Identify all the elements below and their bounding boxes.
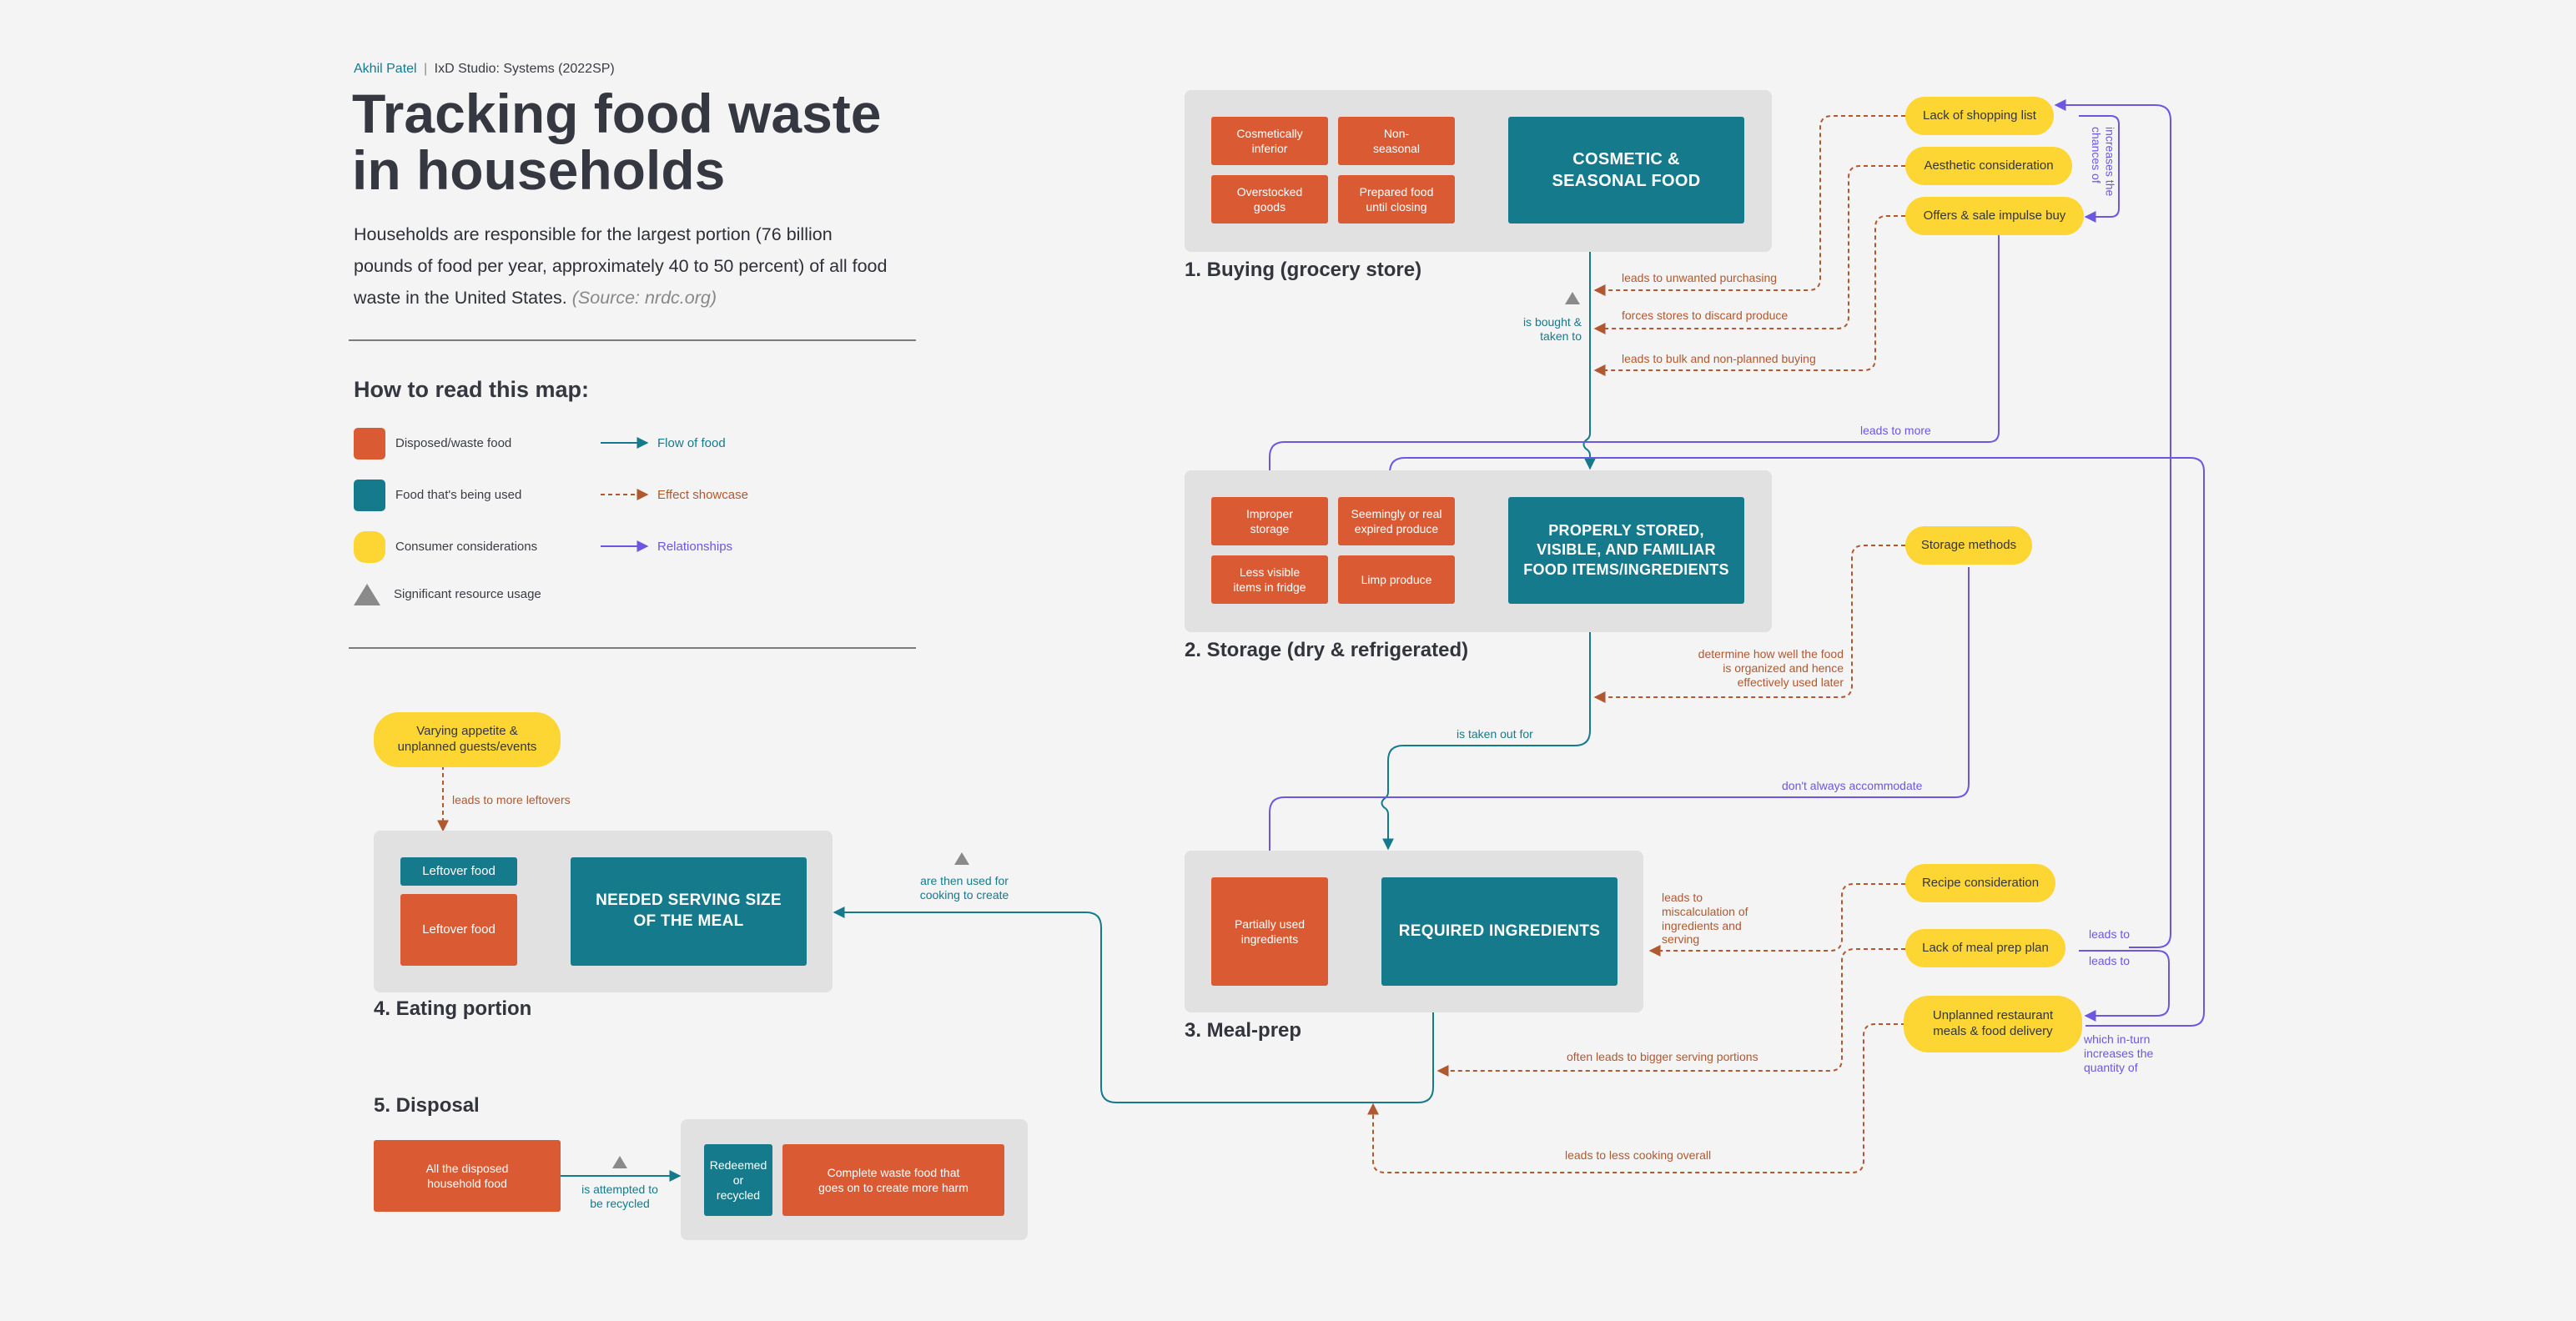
consideration-storage-methods: Storage methods <box>1905 526 2032 565</box>
eating-leftover-waste: Leftover food <box>400 894 517 966</box>
label-determine-organized: determine how well the food is organized… <box>1698 647 1844 689</box>
legend-divider <box>349 647 916 649</box>
mealprep-main-box: REQUIRED INGREDIENTS <box>1381 877 1618 986</box>
disposal-title: 5. Disposal <box>374 1094 480 1117</box>
consideration-appetite: Varying appetite & unplanned guests/even… <box>374 712 561 767</box>
storage-waste-expired: Seemingly or real expired produce <box>1338 497 1455 545</box>
label-bought-taken: is bought & taken to <box>1522 315 1582 343</box>
legend-disposed-label: Disposed/waste food <box>395 436 512 450</box>
consideration-shopping-list: Lack of shopping list <box>1905 97 2054 135</box>
header-divider <box>349 339 916 341</box>
legend-disposed-swatch <box>354 428 385 460</box>
buying-waste-overstocked: Overstocked goods <box>1211 175 1328 224</box>
label-attempted-recycle: is attempted to be recycled <box>581 1183 658 1210</box>
flow-buying-to-storage <box>1582 225 1596 470</box>
intro-paragraph: Households are responsible for the large… <box>354 218 896 314</box>
label-bulk-buying: leads to bulk and non-planned buying <box>1622 352 1816 365</box>
label-leads-to-1: leads to <box>2089 927 2131 941</box>
consideration-aesthetic: Aesthetic consideration <box>1905 147 2072 185</box>
intro-text: Households are responsible for the large… <box>354 224 888 308</box>
disposal-complete-box: Complete waste food that goes on to crea… <box>782 1144 1004 1216</box>
label-unwanted-purchasing: leads to unwanted purchasing <box>1622 271 1778 284</box>
legend-consumer-label: Consumer considerations <box>395 540 538 554</box>
storage-waste-limp: Limp produce <box>1338 555 1455 604</box>
legend-effect-label: Effect showcase <box>657 488 748 502</box>
buying-waste-nonseasonal: Non- seasonal <box>1338 117 1455 165</box>
label-less-cooking: leads to less cooking overall <box>1565 1148 1712 1162</box>
storage-waste-improper: Improper storage <box>1211 497 1328 545</box>
source-note: (Source: nrdc.org) <box>571 288 717 308</box>
legend-resource-label: Significant resource usage <box>394 587 541 601</box>
eating-leftover-used: Leftover food <box>400 857 517 886</box>
storage-main-box: PROPERLY STORED, VISIBLE, AND FAMILIAR F… <box>1508 497 1744 604</box>
label-leads-to-2: leads to <box>2089 954 2131 967</box>
label-more-leftovers: leads to more leftovers <box>452 793 571 806</box>
label-which-inturn: which in-turn increases the quantity of <box>2084 1032 2154 1074</box>
byline-separator: | <box>424 62 428 76</box>
legend-used-label: Food that's being used <box>395 488 522 502</box>
legend-resource-triangle-icon <box>354 584 380 605</box>
legend-heading: How to read this map: <box>354 377 590 402</box>
consideration-meal-plan: Lack of meal prep plan <box>1905 929 2065 967</box>
eating-main-box: NEEDED SERVING SIZE OF THE MEAL <box>571 857 807 966</box>
page-title: Tracking food waste in households <box>352 85 881 198</box>
buying-waste-cosmetic: Cosmetically inferior <box>1211 117 1328 165</box>
label-leads-to-more: leads to more <box>1860 424 1931 437</box>
buying-title: 1. Buying (grocery store) <box>1185 259 1422 281</box>
consideration-offers: Offers & sale impulse buy <box>1905 197 2084 235</box>
label-bigger-portions: often leads to bigger serving portions <box>1567 1050 1758 1063</box>
title-line-1: Tracking food waste <box>352 83 882 144</box>
consideration-restaurant: Unplanned restaurant meals & food delive… <box>1904 996 2082 1052</box>
label-dont-accommodate: don't always accommodate <box>1782 779 1923 792</box>
eating-title: 4. Eating portion <box>374 997 532 1020</box>
resource-triangle-icon <box>612 1156 627 1168</box>
consideration-recipe: Recipe consideration <box>1905 864 2055 902</box>
buying-waste-prepared: Prepared food until closing <box>1338 175 1455 224</box>
resource-triangle-icon <box>954 852 969 865</box>
resource-triangle-icon <box>1565 292 1580 304</box>
title-line-2: in households <box>352 139 726 201</box>
author-name: Akhil Patel <box>354 62 417 76</box>
label-taken-out-for: is taken out for <box>1457 727 1533 741</box>
byline: Akhil Patel | IxD Studio: Systems (2022S… <box>354 62 615 77</box>
label-miscalculation: leads to miscalculation of ingredients a… <box>1662 891 1748 947</box>
mealprep-waste-partial: Partially used ingredients <box>1211 877 1328 986</box>
legend-used-swatch <box>354 480 385 511</box>
disposal-all-box: All the disposed household food <box>374 1140 561 1212</box>
label-then-used-for: are then used for cooking to create <box>919 874 1009 902</box>
course-name: IxD Studio: Systems (2022SP) <box>434 62 615 76</box>
storage-title: 2. Storage (dry & refrigerated) <box>1185 639 1469 661</box>
disposal-redeemed-box: Redeemed or recycled <box>704 1144 772 1216</box>
buying-main-box: COSMETIC & SEASONAL FOOD <box>1508 117 1744 224</box>
legend-consumer-swatch <box>354 531 385 563</box>
label-increases-chances: increases the chances of <box>2089 127 2117 197</box>
mealprep-title: 3. Meal-prep <box>1185 1019 1302 1042</box>
legend-relationships-label: Relationships <box>657 540 733 554</box>
legend-flow-label: Flow of food <box>657 436 726 450</box>
label-discard-produce: forces stores to discard produce <box>1622 309 1789 322</box>
storage-waste-less-visible: Less visible items in fridge <box>1211 555 1328 604</box>
